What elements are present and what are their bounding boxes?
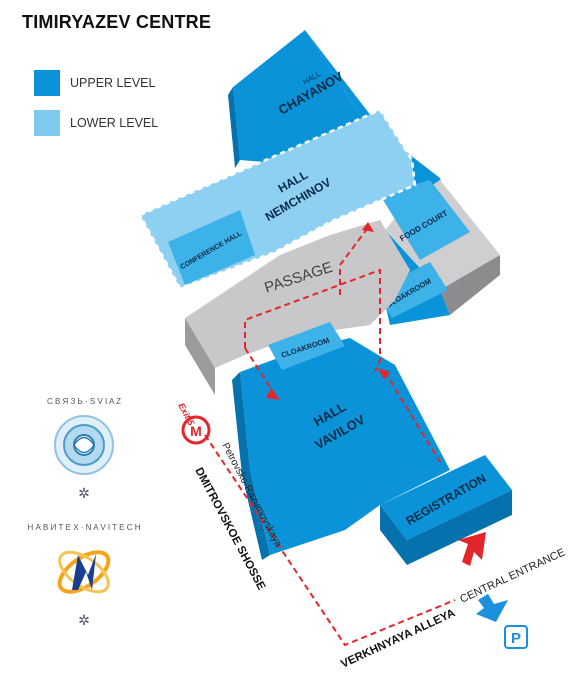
metro-m-icon: [181, 415, 211, 445]
route-to-registration: [384, 371, 441, 463]
legend-upper-level: UPPER LEVEL: [34, 70, 155, 96]
route-paths: [204, 224, 456, 647]
alley-label: VERKHNYAYA ALLEYA: [339, 607, 457, 671]
passage[interactable]: PASSAGE: [185, 220, 410, 395]
metro-m-glyph: M: [190, 423, 202, 439]
blue-arrow-icon: [476, 594, 508, 622]
svyaz-logo-text: С В Я З Ь · S V I A Z: [47, 397, 121, 406]
route-to-food-court: [339, 224, 371, 295]
svyaz-logo: С В Я З Ь · S V I A Z ✲: [47, 397, 121, 501]
legend-swatch-lower: [34, 110, 60, 136]
route-arrowhead-vavilov: [266, 388, 280, 400]
page-title: TIMIRYAZEV CENTRE: [22, 12, 212, 32]
legend-swatch-upper: [34, 70, 60, 96]
route-from-metro: [204, 434, 456, 647]
parking-label: P: [511, 630, 521, 647]
legend-label-lower: LOWER LEVEL: [70, 116, 159, 130]
legend-lower-level: LOWER LEVEL: [34, 110, 158, 136]
navitech-star-icon: ✲: [78, 612, 90, 628]
cloakroom-left[interactable]: CLOAKROOM: [268, 322, 345, 370]
svyaz-star-icon: ✲: [78, 485, 90, 501]
route-arrowhead-registration: [378, 368, 390, 380]
navitech-logo-text: Н А В И Т Е Х · N A V I T E C H: [27, 523, 140, 532]
central-entrance-label: CENTRAL ENTRANCE: [458, 546, 567, 605]
parking-icon[interactable]: P: [504, 625, 528, 649]
red-arrow-icon: [458, 532, 486, 566]
legend-label-upper: UPPER LEVEL: [70, 76, 156, 90]
route-passage-loop: [244, 268, 381, 373]
food-court[interactable]: FOOD COURT: [380, 180, 470, 260]
navitech-logo: Н А В И Т Е Х · N A V I T E C H ✲: [27, 523, 140, 628]
conference-hall[interactable]: CONFERENCE HALL: [168, 210, 255, 285]
metro-exit[interactable]: M Exit 5: [176, 401, 211, 445]
route-arrowhead-food: [362, 222, 374, 232]
